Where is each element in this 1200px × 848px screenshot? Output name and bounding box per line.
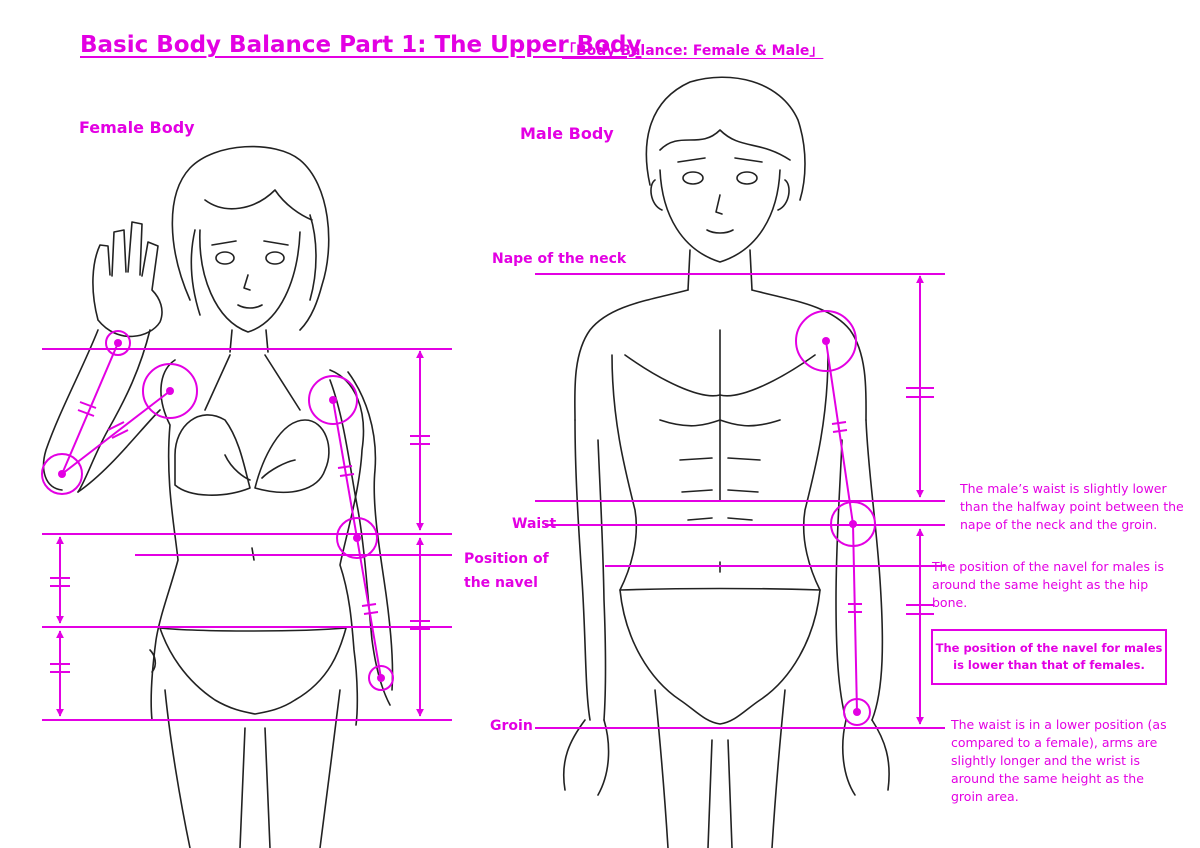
label-groin: Groin <box>490 718 533 734</box>
note-navel: The position of the navel for males is a… <box>932 559 1164 610</box>
label-waist: Waist <box>512 516 557 532</box>
female-joints <box>58 339 385 682</box>
male-figure <box>562 76 890 848</box>
page-subtitle: 「Body Balance: Female & Male」 <box>562 43 824 59</box>
label-navel-line1: Position of <box>464 551 549 567</box>
female-guides <box>41 330 452 721</box>
female-body-heading: Female Body <box>79 118 195 137</box>
male-joints <box>822 337 861 716</box>
label-nape: Nape of the neck <box>492 251 627 267</box>
male-guides <box>535 273 945 729</box>
male-body-heading: Male Body <box>520 124 614 143</box>
page-title: Basic Body Balance Part 1: The Upper Bod… <box>80 32 642 58</box>
female-figure <box>42 145 394 848</box>
note-groin: The waist is in a lower position (as com… <box>951 717 1167 804</box>
label-navel-line2: the navel <box>464 575 538 591</box>
note-waist: The male’s waist is slightly lower than … <box>960 481 1184 532</box>
note-boxed: The position of the navel for males is l… <box>931 629 1167 685</box>
